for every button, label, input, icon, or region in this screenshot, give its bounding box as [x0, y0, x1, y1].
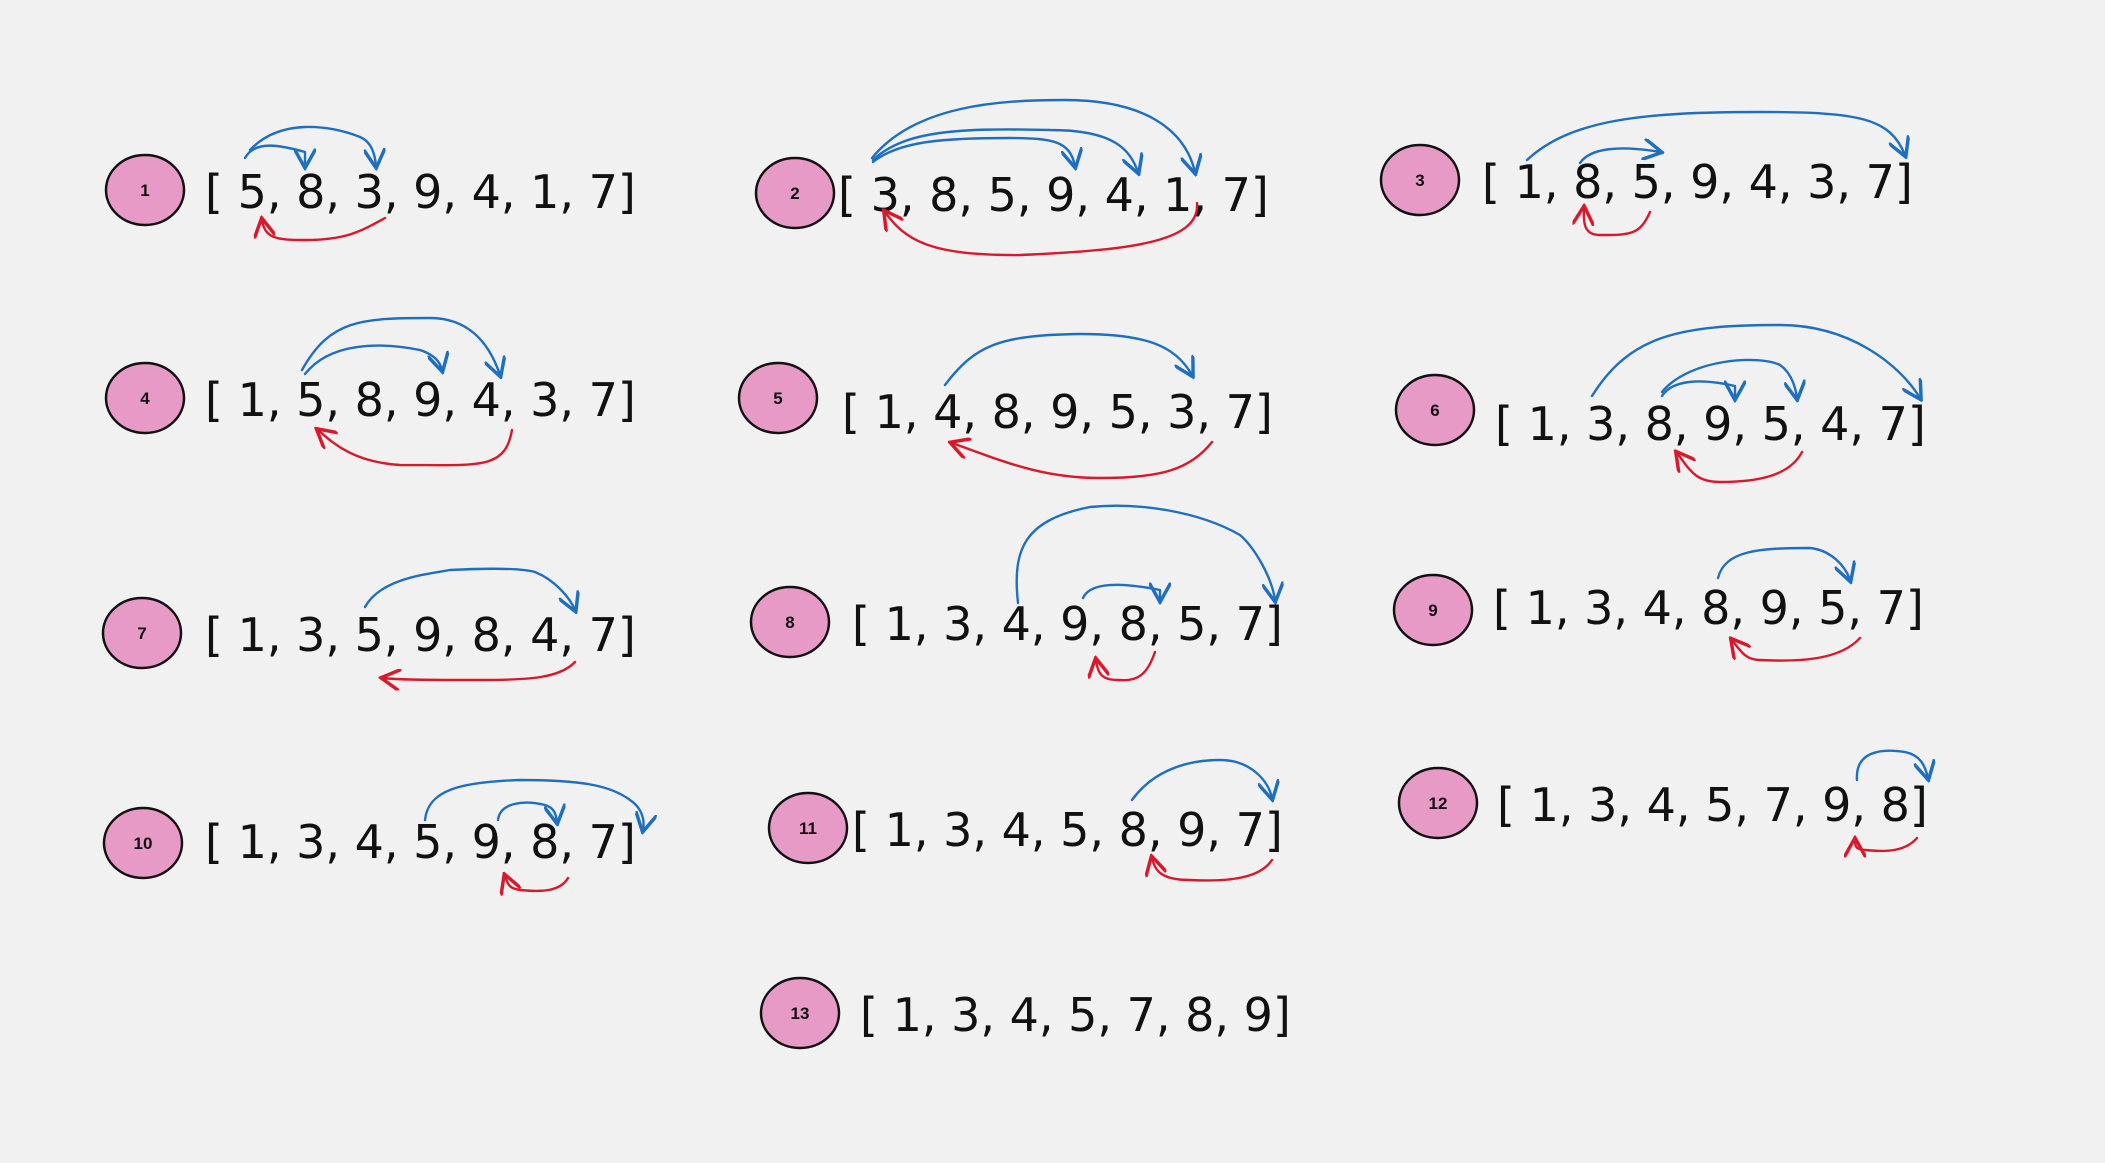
compare-arrow [423, 778, 644, 830]
swap-arrow [318, 430, 514, 467]
compare-arrow [1716, 546, 1850, 580]
step-number: 10 [134, 834, 153, 853]
step-number-badge [754, 156, 836, 230]
swap-arrow [262, 218, 387, 242]
array-state: [ 1, 4, 8, 9, 5, 3, 7] [842, 385, 1273, 439]
step-number: 3 [1415, 171, 1424, 190]
compare-arrow [300, 316, 500, 375]
swap-arrow [1855, 838, 1919, 851]
step-4: 4 [ 1, 5, 8, 9, 4, 3, 7] [104, 316, 636, 467]
step-number-badge [737, 361, 819, 435]
array-state: [ 5, 8, 3, 9, 4, 1, 7] [205, 165, 636, 219]
compare-arrow [1660, 358, 1797, 398]
step-number-badge [104, 153, 186, 227]
step-number: 12 [1429, 794, 1448, 813]
step-13: 13 [ 1, 3, 4, 5, 7, 8, 9] [759, 976, 1291, 1050]
compare-arrow [1660, 380, 1735, 398]
compare-arrow [243, 144, 305, 166]
swap-arrow [885, 201, 1199, 257]
step-2: 2 [ 3, 8, 5, 9, 4, 1, 7] [754, 98, 1269, 257]
compare-arrow [496, 801, 557, 822]
step-number-badge [1394, 373, 1476, 447]
step-number: 7 [137, 624, 146, 643]
array-state: [ 1, 3, 8, 9, 5, 4, 7] [1495, 397, 1926, 451]
swap-arrow [952, 442, 1214, 480]
compare-arrow [1081, 585, 1160, 600]
array-state: [ 1, 3, 4, 5, 9, 8, 7] [205, 815, 636, 869]
step-number: 1 [140, 181, 149, 200]
step-number-badge [767, 791, 849, 865]
step-10: 10 [ 1, 3, 4, 5, 9, 8, 7] [102, 778, 644, 891]
array-state: [ 1, 8, 5, 9, 4, 3, 7] [1482, 155, 1913, 209]
swap-arrow [383, 660, 577, 680]
compare-arrow [1015, 504, 1275, 603]
compare-arrow [363, 567, 575, 610]
step-6: 6 [ 1, 3, 8, 9, 5, 4, 7] [1394, 323, 1926, 484]
array-state: [ 3, 8, 5, 9, 4, 1, 7] [838, 168, 1269, 222]
compare-arrow [871, 136, 1075, 166]
compare-arrow [871, 128, 1138, 172]
step-number-badge [102, 806, 184, 880]
compare-arrow [1130, 758, 1272, 800]
step-number: 2 [790, 184, 799, 203]
array-state: [ 1, 3, 4, 5, 8, 9, 7] [852, 803, 1283, 857]
step-number: 9 [1428, 601, 1437, 620]
step-number: 4 [140, 389, 150, 408]
array-state: [ 1, 3, 4, 9, 8, 5, 7] [852, 597, 1283, 651]
step-number-badge [759, 976, 841, 1050]
swap-arrow [1732, 638, 1862, 662]
step-number: 6 [1430, 401, 1439, 420]
step-number-badge [101, 596, 183, 670]
compare-arrow [943, 332, 1192, 387]
step-11: 11 [ 1, 3, 4, 5, 8, 9, 7] [767, 758, 1283, 882]
swap-arrow [1096, 650, 1157, 682]
array-state: [ 1, 3, 5, 9, 8, 4, 7] [205, 608, 636, 662]
step-12: 12 [ 1, 3, 4, 5, 7, 9, 8] [1397, 749, 1928, 851]
step-1: 1 [ 5, 8, 3, 9, 4, 1, 7] [104, 125, 636, 242]
step-8: 8 [ 1, 3, 4, 9, 8, 5, 7] [749, 504, 1283, 682]
array-state: [ 1, 3, 4, 5, 7, 9, 8] [1497, 778, 1928, 832]
step-number: 8 [785, 613, 794, 632]
step-number-badge [1397, 766, 1479, 840]
compare-arrow [1525, 110, 1905, 162]
array-state: [ 1, 3, 4, 8, 9, 5, 7] [1493, 581, 1924, 635]
step-number: 11 [799, 819, 817, 838]
compare-arrow [303, 344, 442, 374]
swap-arrow [1677, 452, 1804, 484]
swap-arrow [505, 876, 570, 891]
swap-arrow [1152, 858, 1274, 882]
compare-arrow [1590, 323, 1920, 398]
step-number-badge [1392, 573, 1474, 647]
step-number-badge [1379, 143, 1461, 217]
compare-arrow [248, 125, 376, 166]
compare-arrow [1578, 148, 1660, 165]
step-number-badge [749, 585, 831, 659]
step-number: 5 [773, 389, 782, 408]
array-state: [ 1, 3, 4, 5, 7, 8, 9] [860, 988, 1291, 1042]
swap-arrow [1584, 208, 1652, 237]
step-3: 3 [ 1, 8, 5, 9, 4, 3, 7] [1379, 110, 1913, 237]
step-5: 5 [ 1, 4, 8, 9, 5, 3, 7] [737, 332, 1273, 480]
step-9: 9 [ 1, 3, 4, 8, 9, 5, 7] [1392, 546, 1924, 662]
array-state: [ 1, 5, 8, 9, 4, 3, 7] [205, 373, 636, 427]
step-number-badge [104, 361, 186, 435]
compare-arrow [1855, 749, 1928, 780]
step-7: 7 [ 1, 3, 5, 9, 8, 4, 7] [101, 567, 636, 680]
compare-arrow [870, 98, 1195, 172]
step-number: 13 [791, 1004, 810, 1023]
